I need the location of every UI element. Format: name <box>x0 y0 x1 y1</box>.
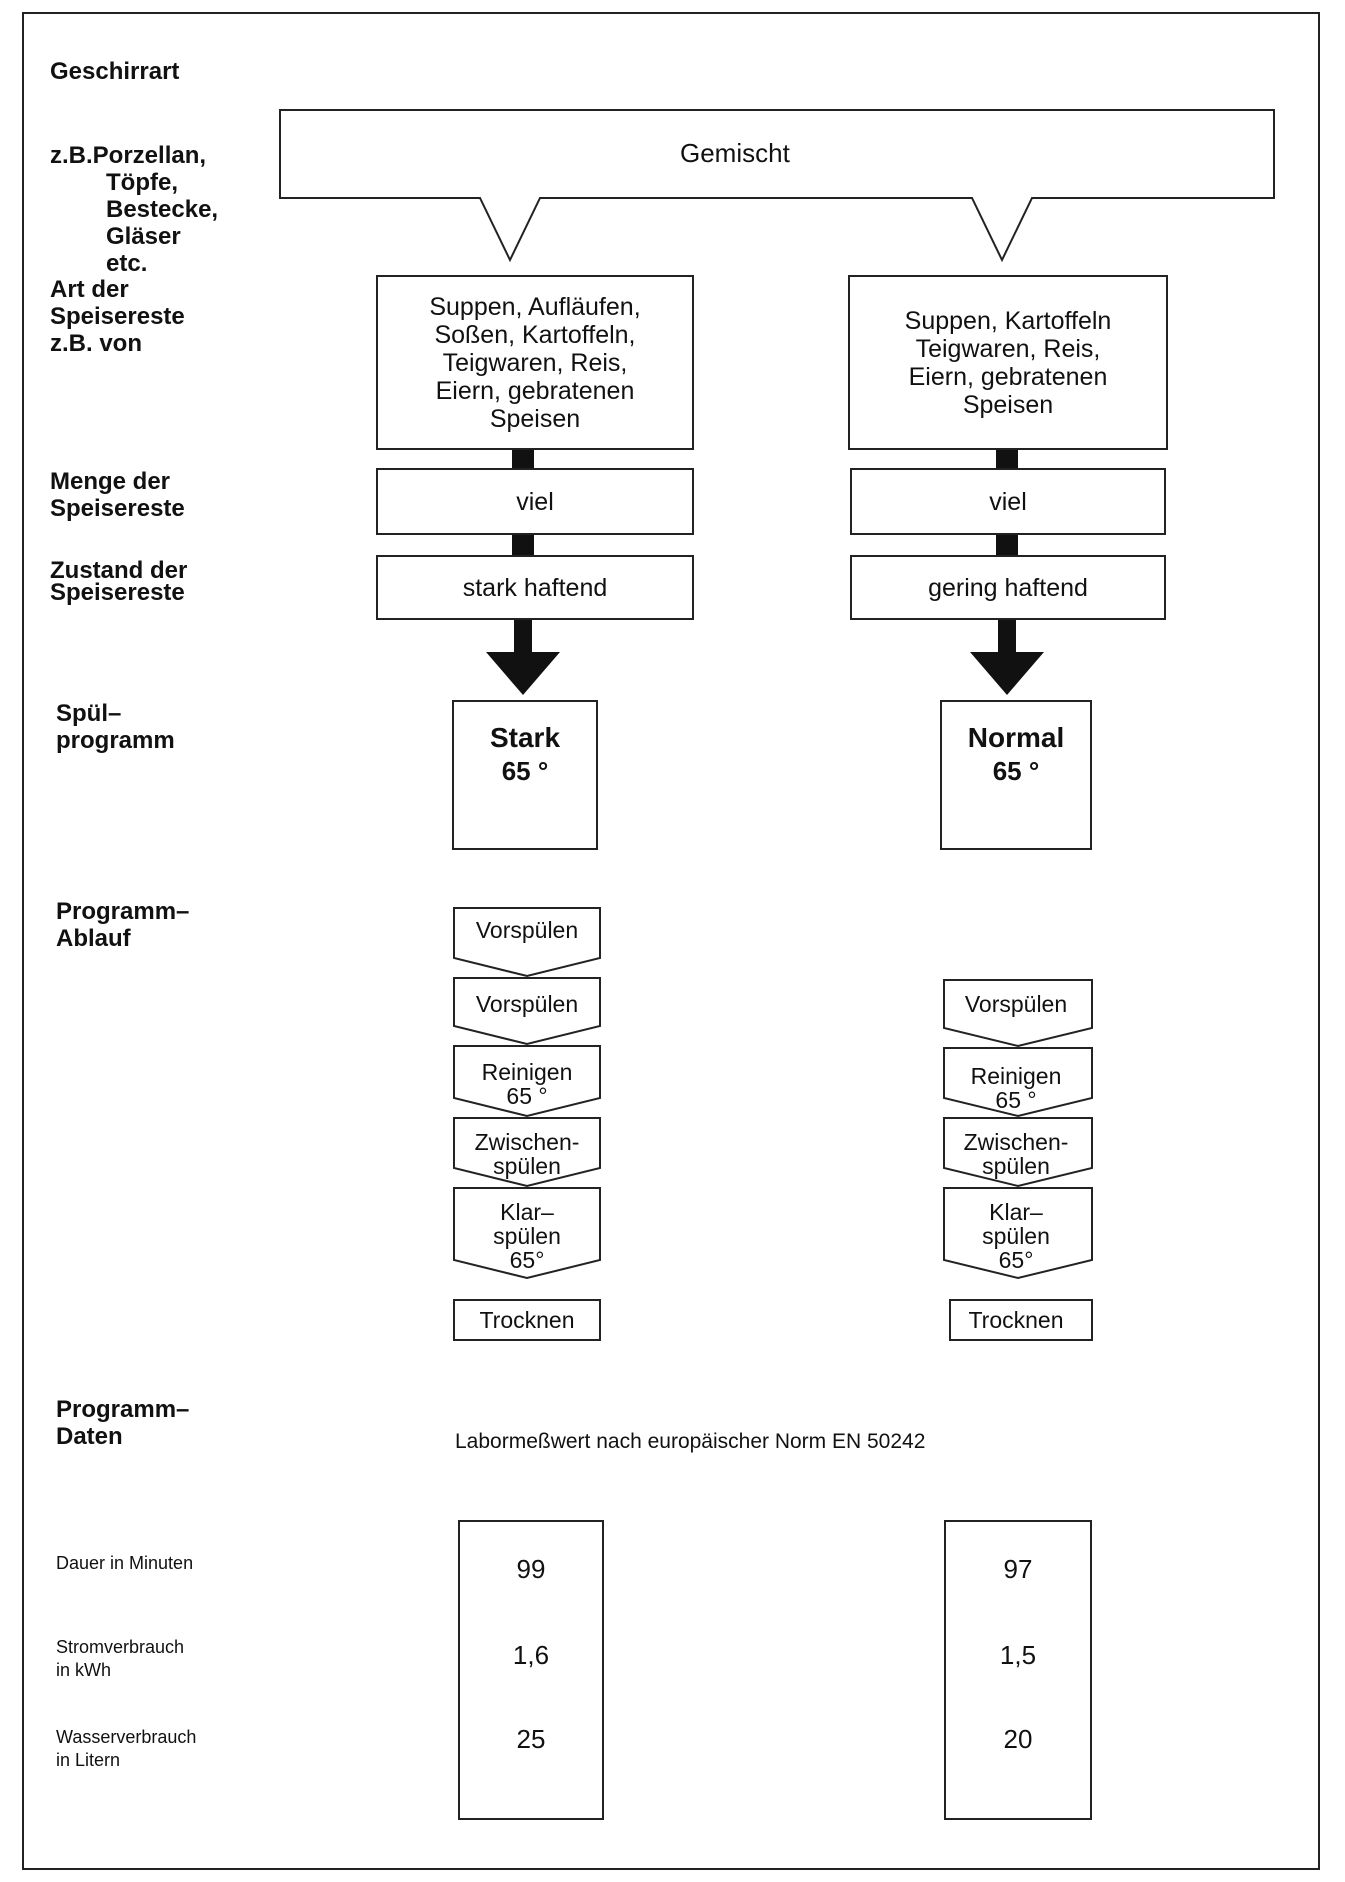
step-left-1: Vorspülen <box>475 917 579 943</box>
dauer-value-right: 97 <box>1003 1554 1033 1584</box>
label-strom: Stromverbrauch in kWh <box>56 1637 185 1680</box>
step-chevrons-left <box>453 907 601 1341</box>
arrow-down-left <box>486 620 560 695</box>
zustand-text-left: stark haftend <box>462 573 608 602</box>
program-box-left: Stark 65 ° <box>452 700 598 850</box>
data-column-right: 97 1,5 20 <box>944 1520 1092 1820</box>
connector <box>996 535 1018 555</box>
step-chevron-left-1 <box>453 907 601 978</box>
step-chevron-left-4 <box>453 1117 601 1188</box>
menge-text-left: viel <box>516 487 554 516</box>
program-name-right: Normal <box>967 722 1065 753</box>
step-left-5: Klar– spülen 65° <box>493 1199 561 1273</box>
gemischt-box <box>279 109 1275 263</box>
step-chevron-left-5 <box>453 1187 601 1280</box>
step-right-3: Zwischen- spülen <box>963 1129 1069 1179</box>
geschirrart-example-line: etc. <box>106 250 148 277</box>
step-chevron-right-1 <box>943 979 1093 1048</box>
connector <box>996 450 1018 468</box>
step-chevron-left-6 <box>453 1299 601 1341</box>
step-chevron-right-4 <box>943 1187 1093 1280</box>
program-temp-left: 65 ° <box>501 756 549 786</box>
strom-value-right: 1,5 <box>999 1640 1037 1670</box>
wasser-value-left: 25 <box>516 1724 546 1754</box>
geschirrart-example-line: Töpfe, <box>106 169 178 196</box>
strom-value-left: 1,6 <box>512 1640 550 1670</box>
norm-text: Labormeßwert nach europäischer Norm EN 5… <box>455 1430 926 1453</box>
step-chevron-left-2 <box>453 977 601 1046</box>
label-zustand: Zustand der Speisereste <box>50 557 188 606</box>
step-left-4: Zwischen- spülen <box>474 1129 580 1179</box>
step-left-3: Reinigen 65 ° <box>481 1059 573 1109</box>
menge-box-left: viel <box>376 468 694 535</box>
wasser-value-right: 20 <box>1003 1724 1033 1754</box>
step-right-4: Klar– spülen 65° <box>982 1199 1050 1273</box>
program-temp-right: 65 ° <box>992 756 1040 786</box>
step-left-2: Vorspülen <box>475 991 579 1017</box>
speisereste-text-right: Suppen, Kartoffeln Teigwaren, Reis, Eier… <box>904 306 1112 419</box>
connector <box>512 450 534 468</box>
step-left-6: Trocknen <box>479 1307 575 1333</box>
zustand-box-left: stark haftend <box>376 555 694 620</box>
speisereste-text-left: Suppen, Aufläufen, Soßen, Kartoffeln, Te… <box>429 292 641 433</box>
label-geschirrart: Geschirrart <box>50 58 180 85</box>
geschirrart-example-line: Bestecke, <box>106 196 219 223</box>
zustand-box-right: gering haftend <box>850 555 1166 620</box>
step-chevrons-right <box>943 979 1093 1341</box>
program-box-right: Normal 65 ° <box>940 700 1092 850</box>
step-right-1: Vorspülen <box>964 991 1068 1017</box>
geschirrart-example-line: z.B.Porzellan, <box>50 142 207 169</box>
menge-box-right: viel <box>850 468 1166 535</box>
step-chevron-right-3 <box>943 1117 1093 1188</box>
step-chevron-right-5 <box>949 1299 1093 1341</box>
step-right-2: Reinigen 65 ° <box>970 1063 1062 1113</box>
page-frame <box>22 12 1320 1870</box>
speisereste-box-right: Suppen, Kartoffeln Teigwaren, Reis, Eier… <box>848 275 1168 450</box>
step-right-5: Trocknen <box>968 1307 1064 1333</box>
step-chevron-left-3 <box>453 1045 601 1118</box>
label-programm-ablauf: Programm– Ablauf <box>56 898 190 952</box>
gemischt-label: Gemischt <box>680 138 790 168</box>
label-dauer: Dauer in Minuten <box>56 1553 194 1573</box>
connector <box>512 535 534 555</box>
geschirrart-example-line: Gläser <box>106 223 181 250</box>
label-menge: Menge der Speisereste <box>50 468 185 522</box>
zustand-text-right: gering haftend <box>928 573 1088 602</box>
step-chevron-right-2 <box>943 1047 1093 1118</box>
program-name-left: Stark <box>489 722 561 753</box>
label-programm-daten: Programm– Daten <box>56 1396 190 1450</box>
data-column-left: 99 1,6 25 <box>458 1520 604 1820</box>
dauer-value-left: 99 <box>516 1554 546 1584</box>
label-art-der-speisereste: Art der Speisereste z.B. von <box>50 276 185 357</box>
speisereste-box-left: Suppen, Aufläufen, Soßen, Kartoffeln, Te… <box>376 275 694 450</box>
label-spuelprogramm: Spül– programm <box>56 700 175 754</box>
arrow-down-right <box>970 620 1044 695</box>
menge-text-right: viel <box>989 487 1027 516</box>
label-wasser: Wasserverbrauch in Litern <box>56 1727 197 1770</box>
